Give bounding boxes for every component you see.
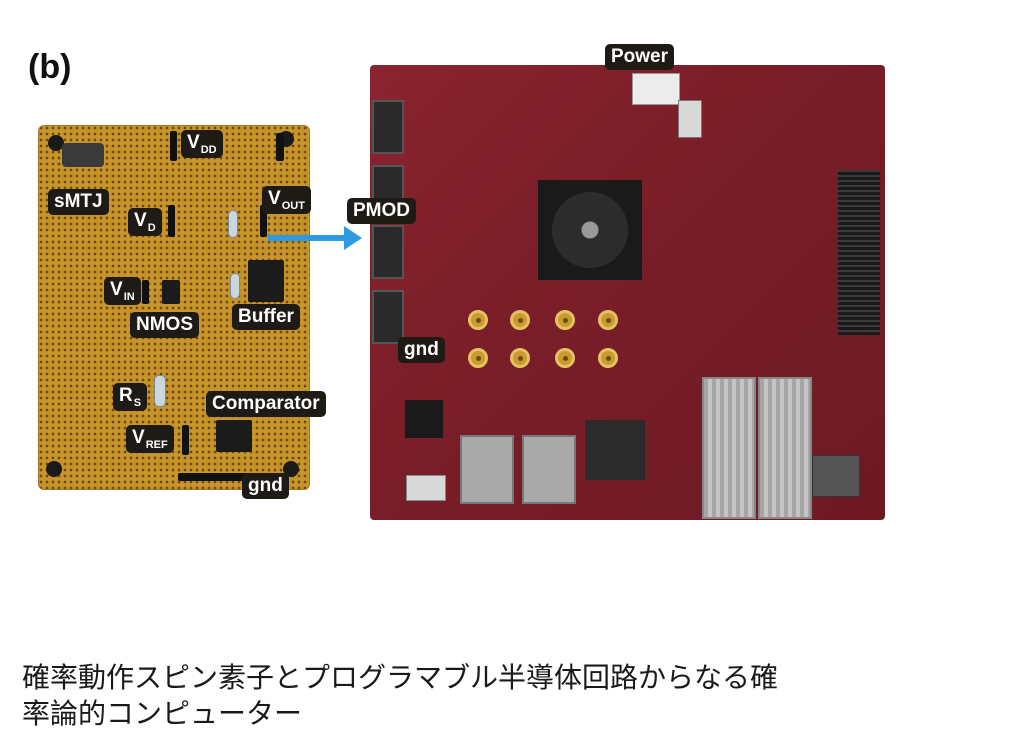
resistor	[228, 210, 238, 238]
caption-line-1: 確率動作スピン素子とプログラマブル半導体回路からなる確	[22, 661, 779, 694]
pin-header-vd	[168, 205, 175, 237]
smb-connector	[598, 348, 618, 368]
label-comparator: Comparator	[206, 391, 326, 417]
label-vd: VD	[128, 208, 162, 236]
pmod-connector	[372, 225, 404, 279]
panel-label: (b)	[28, 48, 72, 86]
mount-hole	[48, 135, 64, 151]
ethernet-port	[522, 435, 576, 504]
power-connector	[632, 73, 680, 105]
power-switch	[678, 100, 702, 138]
nmos-transistor	[162, 280, 180, 304]
pin-header-top-right	[276, 133, 284, 161]
pin-header-vin	[142, 280, 149, 304]
fpga-board-photo	[370, 65, 885, 520]
resistor	[230, 273, 240, 299]
buffer-chip	[248, 260, 284, 302]
smb-connector	[555, 348, 575, 368]
smtj-device	[62, 143, 104, 167]
connection-arrow-line	[268, 235, 346, 241]
smb-connector	[510, 348, 530, 368]
hdmi-port	[406, 475, 446, 501]
fan-rotor	[552, 192, 628, 268]
pmod-connector	[372, 100, 404, 154]
label-smtj: sMTJ	[48, 189, 109, 215]
label-rs: RS	[113, 383, 148, 411]
pmod-connector	[372, 290, 404, 344]
pin-header-vout	[260, 205, 267, 237]
mount-hole	[46, 461, 62, 477]
label-pmod: PMOD	[347, 198, 416, 224]
chip	[585, 420, 645, 480]
chip	[405, 400, 443, 438]
usb-port	[812, 455, 860, 497]
smb-connector	[555, 310, 575, 330]
label-gnd-perfboard: gnd	[242, 473, 289, 499]
ethernet-port	[460, 435, 514, 504]
label-nmos: NMOS	[130, 312, 199, 338]
fmc-connector	[838, 170, 880, 335]
label-power: Power	[605, 44, 675, 70]
smb-connector	[510, 310, 530, 330]
connection-arrow-head	[344, 226, 362, 250]
pin-header-vref	[182, 425, 189, 455]
sfp-cage	[702, 377, 756, 519]
sfp-cage	[758, 377, 812, 519]
label-vin: VIN	[104, 277, 141, 305]
label-vref: VREF	[126, 425, 174, 453]
caption-line-2: 率論的コンピューター	[22, 697, 303, 730]
pin-header-vdd	[170, 131, 177, 161]
resistor-rs	[154, 375, 166, 407]
label-vout: VOUT	[262, 186, 311, 214]
label-buffer: Buffer	[232, 304, 300, 330]
caption: 確率動作スピン素子とプログラマブル半導体回路からなる確 率論的コンピューター	[22, 660, 1002, 732]
smb-connector	[468, 348, 488, 368]
smb-connector	[598, 310, 618, 330]
comparator-chip	[216, 420, 252, 452]
cooling-fan	[538, 180, 642, 280]
label-vdd: VDD	[181, 130, 223, 158]
pin-header-gnd	[178, 473, 283, 481]
smb-connector	[468, 310, 488, 330]
label-gnd-fpga: gnd	[398, 337, 445, 363]
